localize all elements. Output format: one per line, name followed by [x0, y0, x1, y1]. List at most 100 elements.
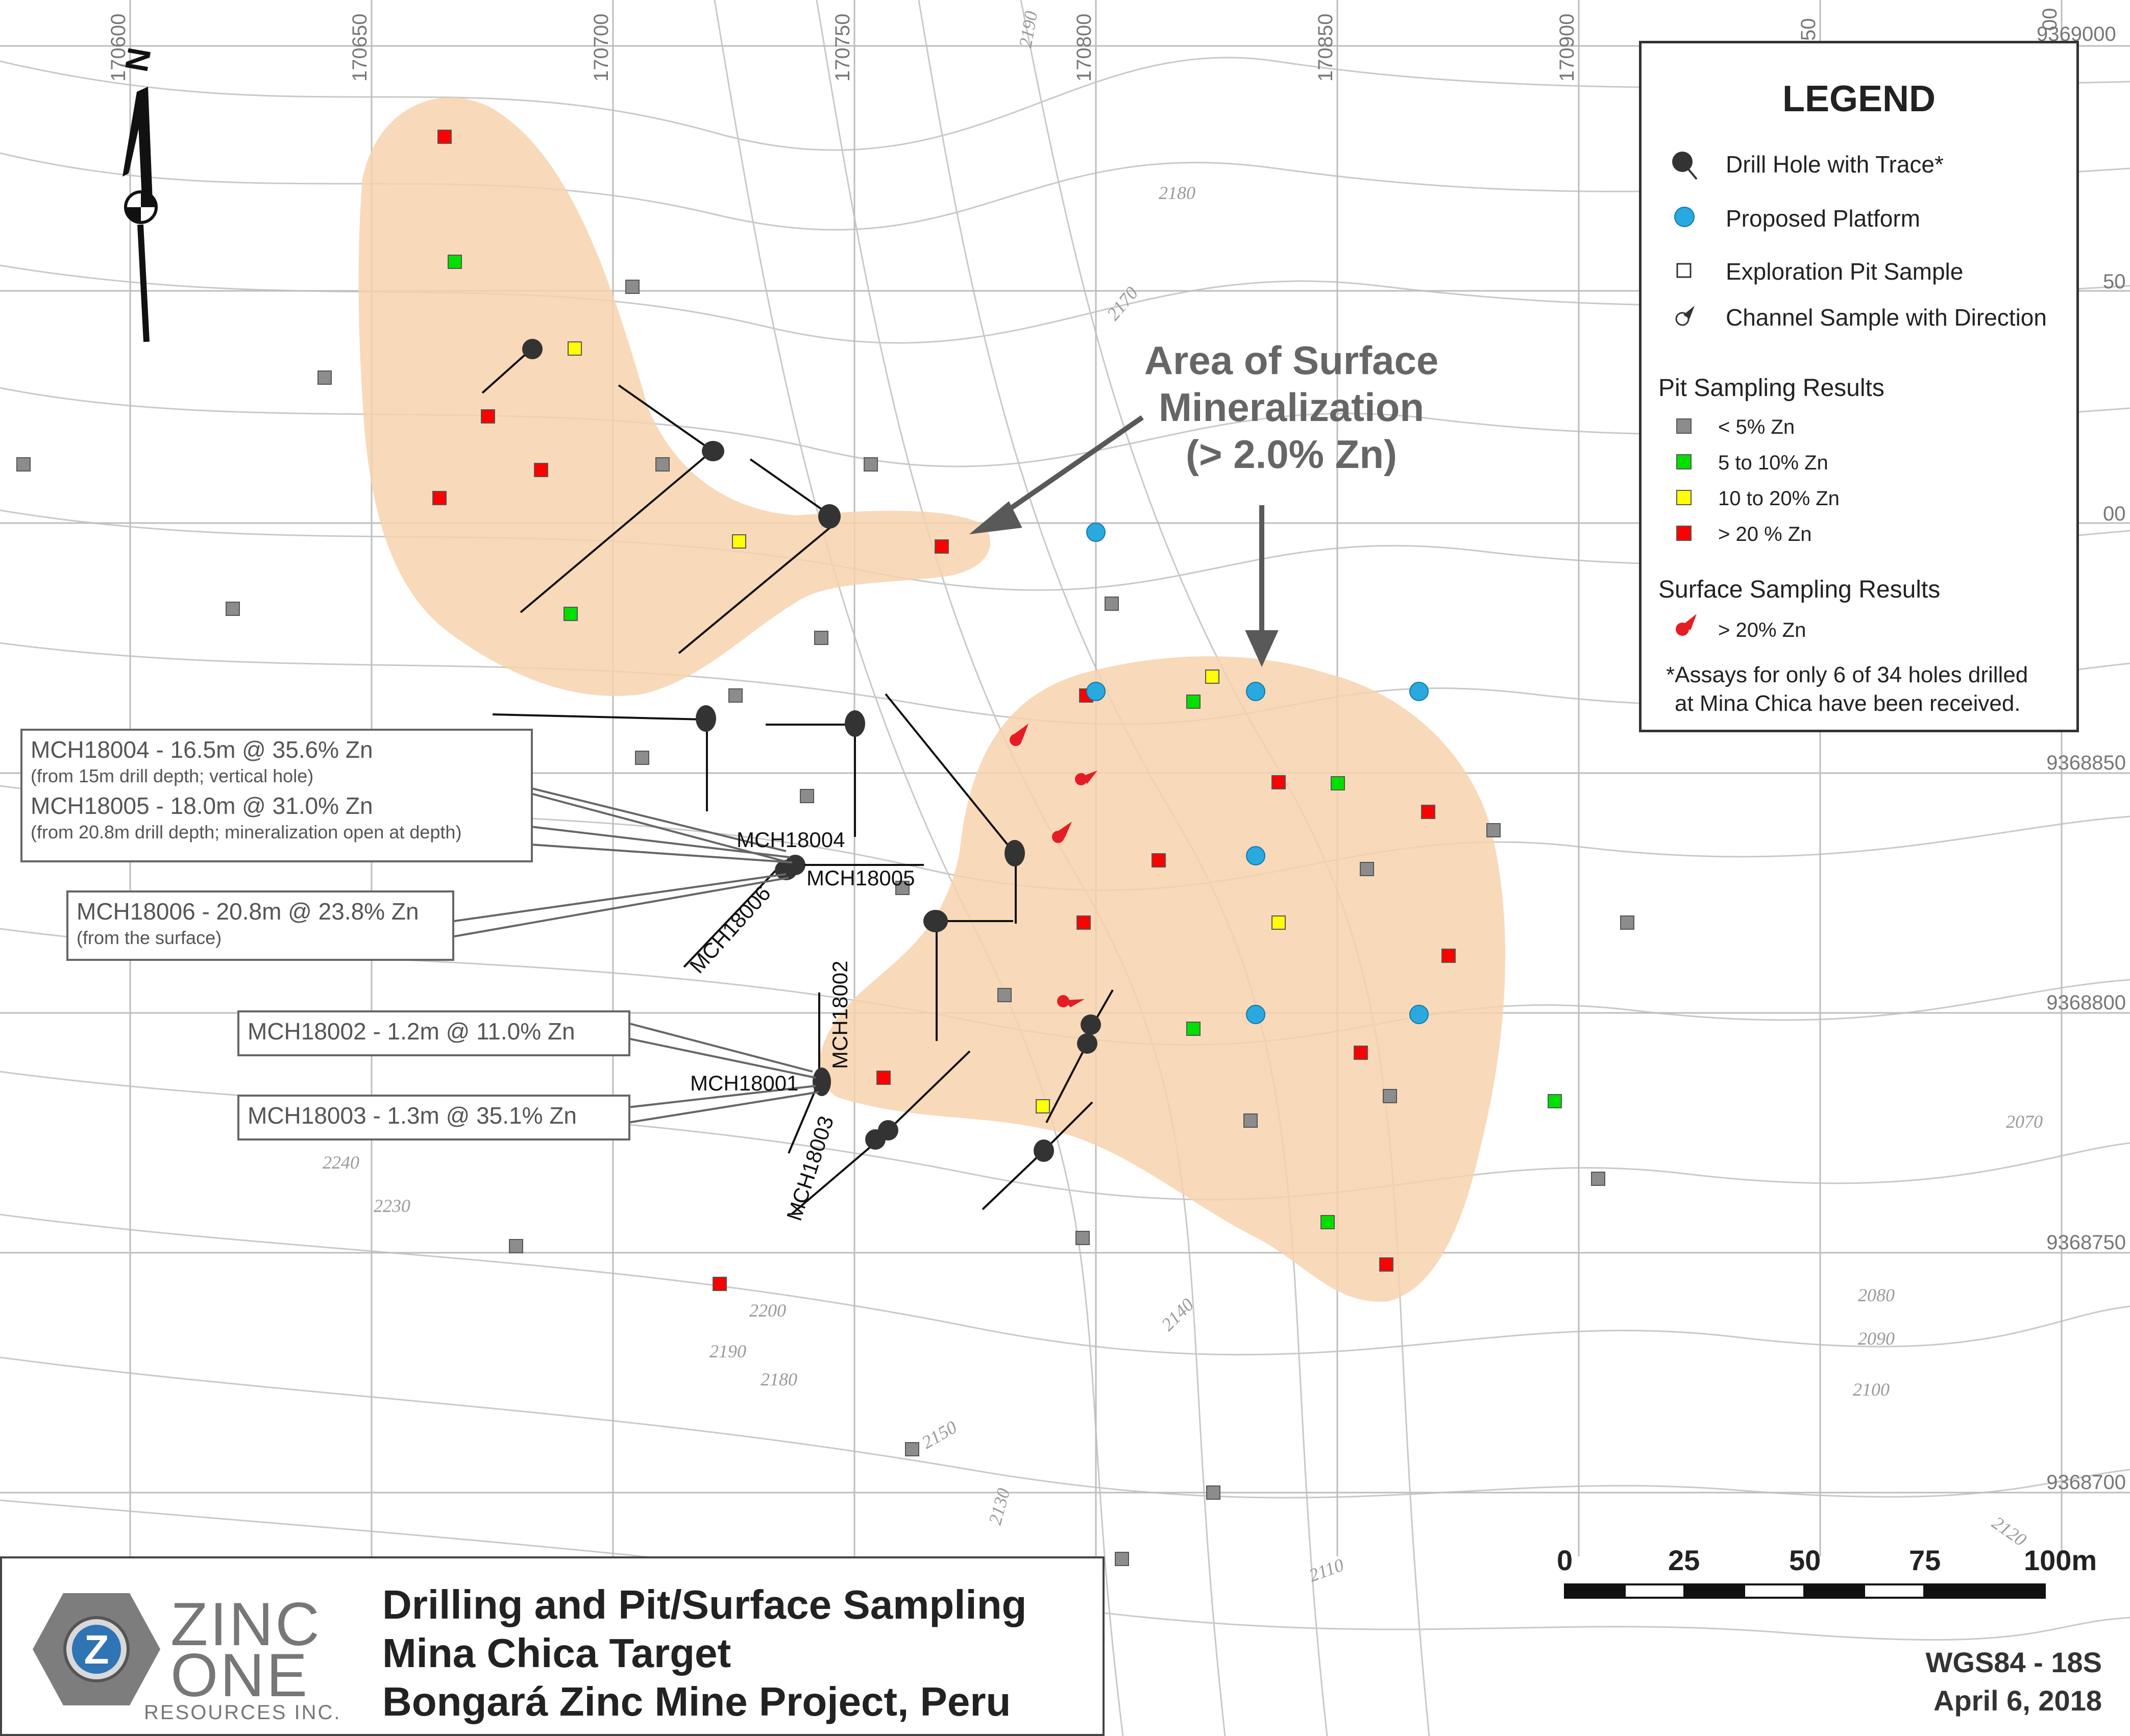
- contour-label: 2190: [1015, 10, 1041, 49]
- contour-label: 2190: [709, 1341, 746, 1361]
- callout-mch18002: MCH18002 - 1.2m @ 11.0% Zn: [237, 1010, 630, 1056]
- pit-sample-medium: [1320, 1215, 1335, 1229]
- pit-sample-low: [635, 751, 649, 765]
- title-block: Z ZINC ONE RESOURCES INC. Drilling and P…: [0, 1556, 1105, 1736]
- area-label-line1: Area of Surface: [1144, 338, 1439, 383]
- scale-label: 75: [1909, 1544, 1941, 1576]
- easting-label: 170700: [590, 14, 613, 82]
- pit-sample-high: [568, 341, 582, 356]
- logo-text-one: ONE: [170, 1641, 310, 1709]
- pit-sample-high: [1271, 915, 1286, 930]
- proposed-platforms: [1086, 523, 1429, 1024]
- legend-title: LEGEND: [1782, 79, 1936, 119]
- pit-sample-low: [1360, 862, 1374, 876]
- surface-sample-icon: [1676, 614, 1697, 636]
- contour-label: 2230: [374, 1196, 410, 1216]
- pit-sample-very-high: [713, 1277, 727, 1291]
- easting-label: 170850: [1314, 14, 1337, 82]
- hole-label-mch18002: MCH18002: [828, 961, 852, 1069]
- legend-pit-low-label: < 5% Zn: [1718, 416, 1795, 438]
- channel-sample: [1057, 995, 1069, 1007]
- callout-mch18002-result: MCH18002 - 1.2m @ 11.0% Zn: [248, 1018, 575, 1045]
- drill-hole: [923, 910, 948, 932]
- legend-proposed-platform-label: Proposed Platform: [1726, 205, 1920, 232]
- contour-label: 2180: [761, 1369, 797, 1390]
- legend-pit-header: Pit Sampling Results: [1658, 375, 1884, 402]
- contour-label: 2200: [749, 1300, 786, 1321]
- hole-label-mch18004: MCH18004: [737, 828, 845, 852]
- proposed-platform: [1086, 682, 1106, 701]
- proposed-platform: [1409, 1005, 1429, 1024]
- pit-sample-low: [1591, 1172, 1605, 1186]
- legend-drill-hole-label: Drill Hole with Trace*: [1726, 151, 1944, 178]
- legend-channel-sample-label: Channel Sample with Direction: [1726, 304, 2047, 331]
- drill-hole-mch18005: [785, 855, 805, 875]
- area-label-line3: (> 2.0% Zn): [1186, 432, 1397, 477]
- pit-sample-very-high: [481, 409, 495, 424]
- scale-label: 50: [1789, 1544, 1821, 1576]
- legend-pit-low-swatch: [1676, 418, 1692, 434]
- contour-label: 2240: [323, 1152, 359, 1173]
- pit-sample-low: [997, 988, 1012, 1002]
- drill-hole: [696, 705, 716, 732]
- pit-sample-low: [317, 370, 332, 385]
- easting-label: 50: [1797, 18, 1820, 41]
- pit-sample-icon: [1676, 263, 1692, 278]
- pit-sample-very-high: [876, 1071, 891, 1085]
- pit-sample-low: [1486, 823, 1501, 837]
- callout-mch18004-mch18005: MCH18004 - 16.5m @ 35.6% Zn (from 15m dr…: [20, 729, 533, 862]
- pit-sample-low: [905, 1442, 919, 1456]
- channel-sample-icon: [1675, 306, 1695, 326]
- contour-label: 2100: [1853, 1379, 1890, 1400]
- legend-pit-very-high-label: > 20 % Zn: [1718, 523, 1812, 545]
- hole-label-mch18003: MCH18003: [782, 1113, 838, 1224]
- pit-sample-very-high: [1421, 805, 1435, 819]
- legend-pit-sample-label: Exploration Pit Sample: [1726, 258, 1964, 285]
- mineralization-zone-north: [358, 97, 991, 696]
- callout-mch18003-result: MCH18003 - 1.3m @ 35.1% Zn: [248, 1102, 577, 1129]
- proposed-platform: [1246, 846, 1265, 865]
- pit-sample-very-high: [1152, 853, 1166, 867]
- legend-surface-header: Surface Sampling Results: [1658, 576, 1941, 603]
- pit-sample-very-high: [1271, 775, 1286, 789]
- channel-sample: [1010, 734, 1022, 746]
- area-label-line2: Mineralization: [1158, 385, 1425, 430]
- drill-hole: [702, 441, 724, 461]
- pit-sample-very-high: [1354, 1046, 1368, 1060]
- drill-hole: [865, 1129, 886, 1150]
- contour-label: 2110: [1306, 1554, 1346, 1585]
- pit-sample-low: [895, 881, 910, 895]
- easting-label: 170800: [1073, 14, 1095, 82]
- callout-mch18006-result: MCH18006 - 20.8m @ 23.8% Zn: [77, 898, 419, 925]
- pit-sample-low: [226, 602, 240, 616]
- drill-hole: [1034, 1139, 1054, 1162]
- mineralization-zones: [358, 97, 1505, 1302]
- pit-sample-low: [800, 789, 814, 803]
- pit-sample-very-high: [432, 491, 447, 505]
- legend-pit-medium-label: 5 to 10% Zn: [1718, 452, 1828, 474]
- easting-label: 170650: [349, 14, 371, 82]
- scale-label: 0: [1557, 1544, 1573, 1576]
- pit-sample-low: [1620, 915, 1634, 930]
- pit-sample-very-high: [1441, 949, 1456, 963]
- drill-hole: [1077, 1033, 1097, 1054]
- pit-sample-low: [1105, 597, 1119, 611]
- drill-hole-mch18001: [813, 1068, 831, 1096]
- easting-label: 00: [2039, 8, 2061, 31]
- pit-sample-very-high: [935, 539, 949, 554]
- legend-pit-very-high-swatch: [1676, 526, 1692, 541]
- channel-sample: [1075, 773, 1087, 785]
- pit-sample-low: [814, 631, 828, 645]
- pit-sample-medium: [1186, 695, 1201, 709]
- pit-sample-low: [864, 457, 878, 472]
- pit-sample-high: [1036, 1099, 1050, 1113]
- pit-sample-medium: [1331, 776, 1345, 790]
- scale-bar: [1564, 1583, 2046, 1599]
- pit-sample-medium: [1548, 1094, 1562, 1108]
- callout-mch18006: MCH18006 - 20.8m @ 23.8% Zn (from the su…: [66, 890, 454, 961]
- grid-labels: 170600 170650 170700 170750 170800 17085…: [107, 8, 2126, 1494]
- contour-label: 2080: [1858, 1285, 1895, 1305]
- callout-mch18005-note: (from 20.8m drill depth; mineralization …: [31, 822, 462, 842]
- area-of-mineralization-label: Area of Surface Mineralization (> 2.0% Z…: [1113, 337, 1470, 478]
